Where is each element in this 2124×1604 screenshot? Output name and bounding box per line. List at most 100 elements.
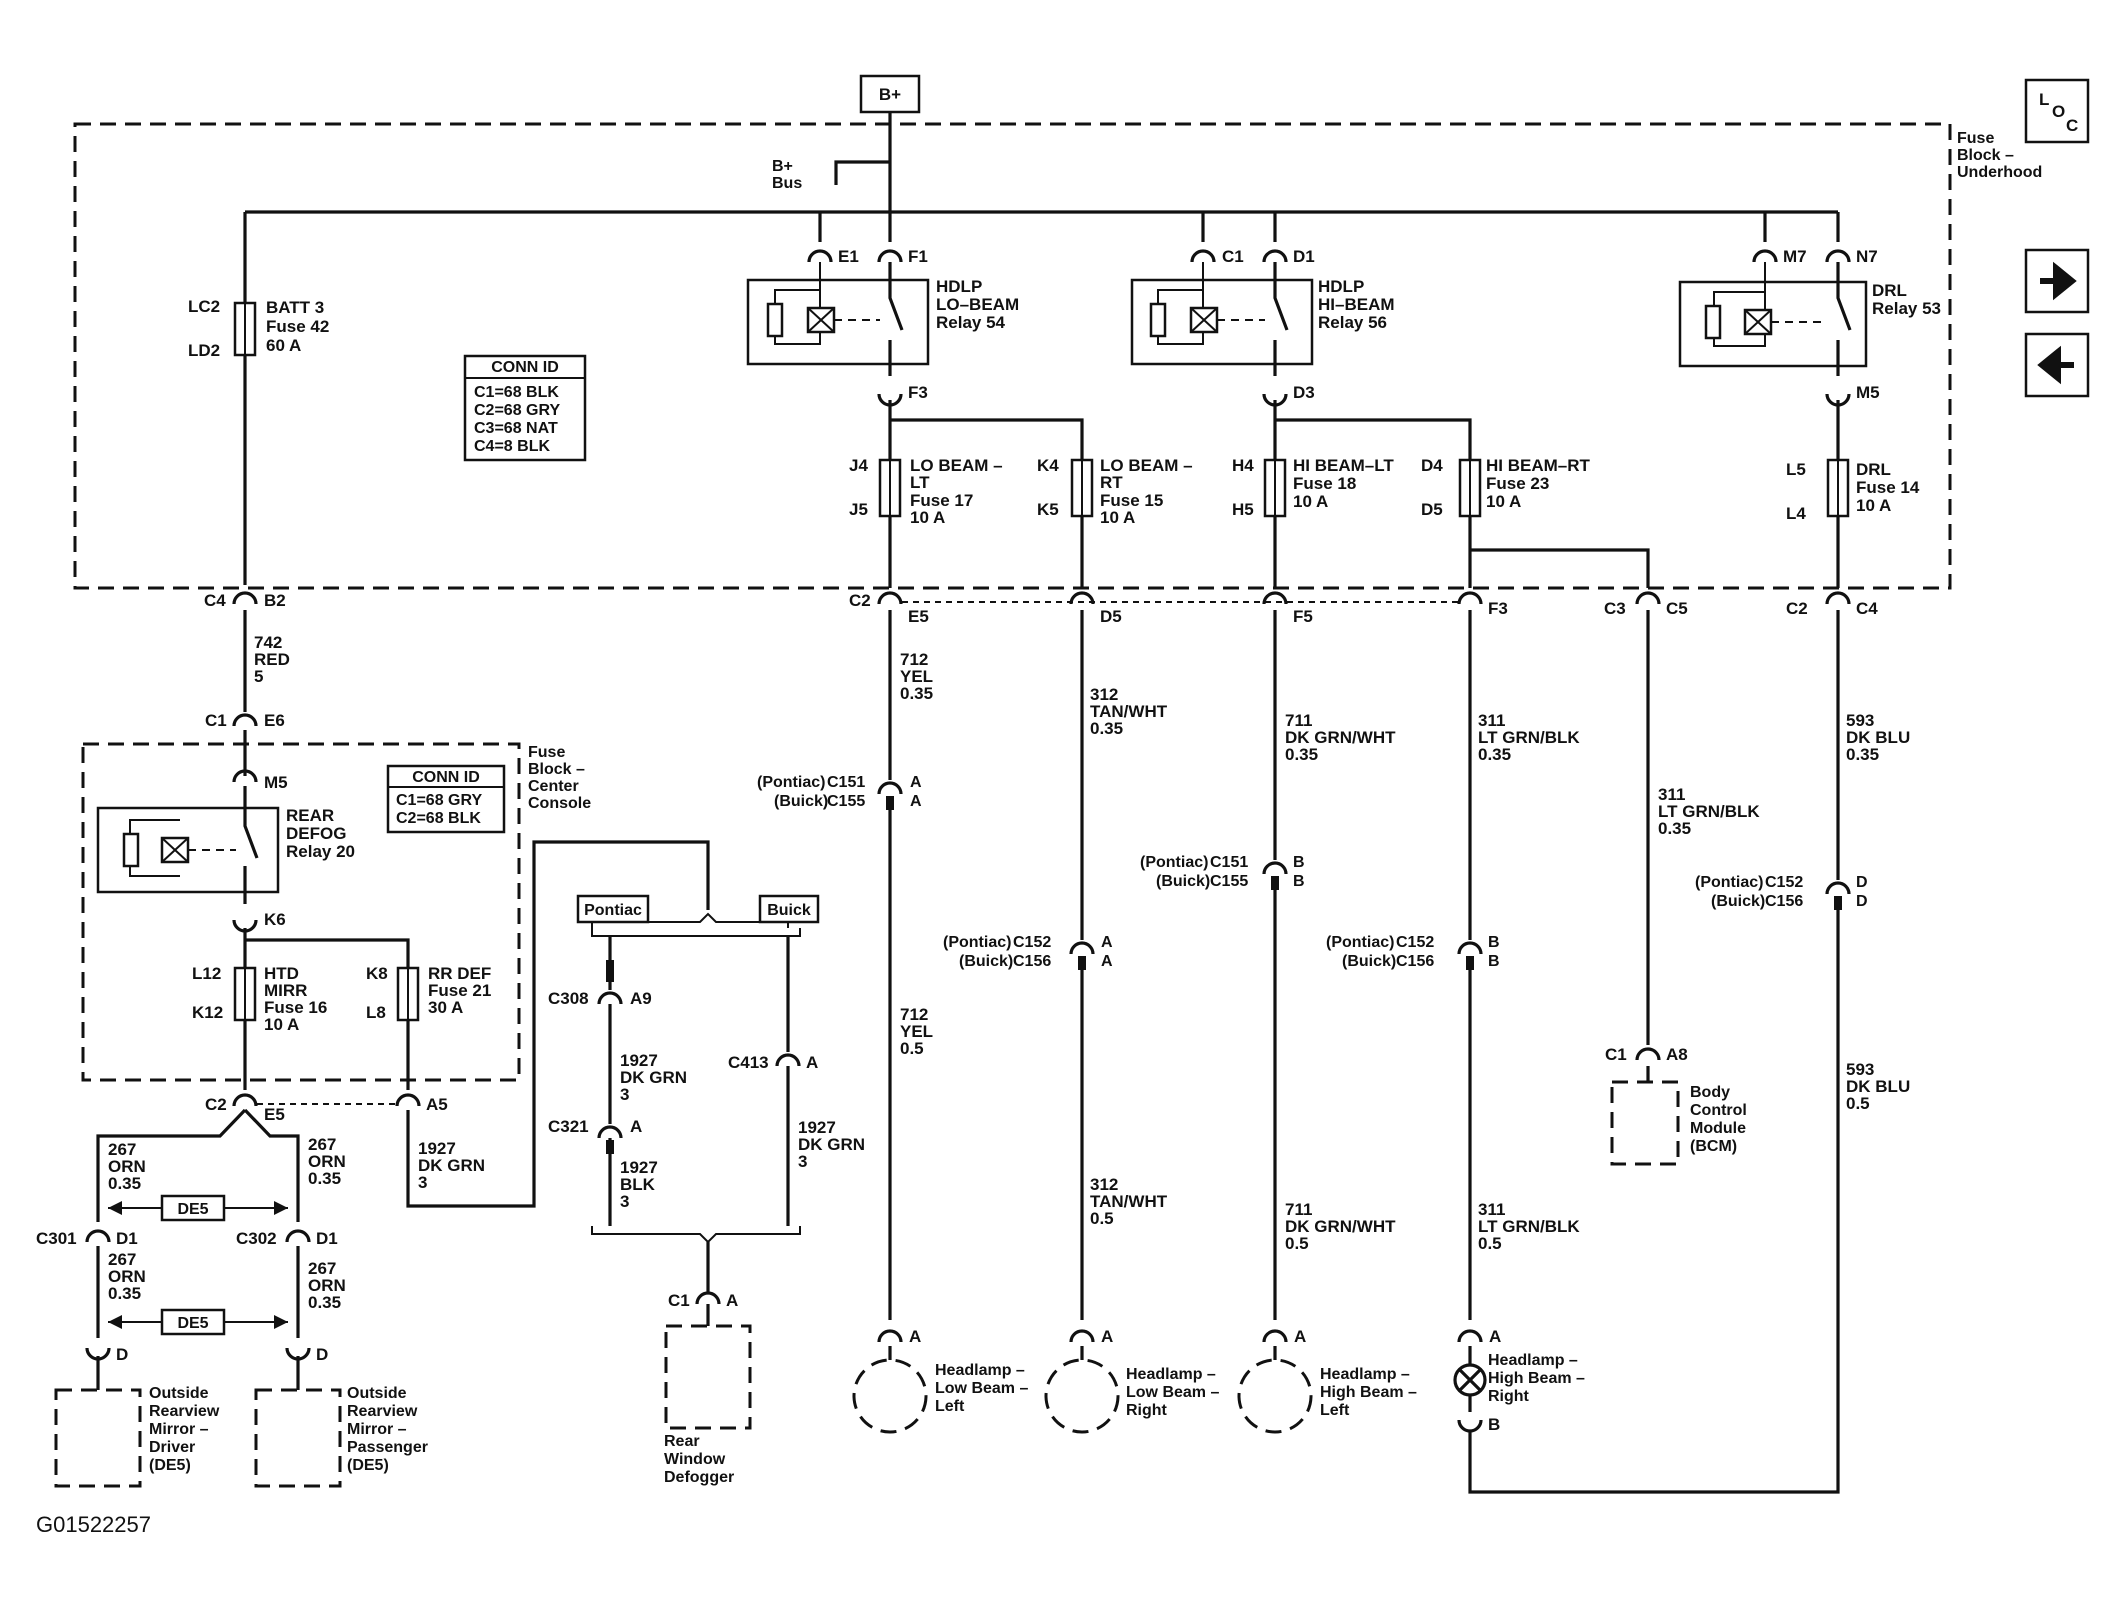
diagram-label: DK GRN/WHT: [1285, 1217, 1396, 1236]
diagram-label: B: [1293, 873, 1305, 890]
diagram-label: K6: [264, 910, 286, 929]
diagram-label: DK BLU: [1846, 1077, 1910, 1096]
diagram-label: A: [1101, 953, 1113, 970]
diagram-label: C1=68 BLK: [474, 384, 559, 401]
diagram-label: A: [1489, 1327, 1501, 1346]
headlamp-high-beam-left: A Headlamp – High Beam – Left: [1237, 1327, 1417, 1434]
diagram-label: 0.5: [1090, 1209, 1114, 1228]
inline-c152-c156-c: (Pontiac) C152 (Buick) C156 D D: [1695, 874, 1868, 910]
wire-label-311-b: 311 LT GRN/BLK 0.5: [1478, 1200, 1580, 1253]
diagram-label: 267: [308, 1259, 336, 1278]
fuse-block-underhood-label: Fuse Block – Underhood: [1957, 130, 2042, 181]
wire-label-711-b: 711 DK GRN/WHT 0.5: [1285, 1200, 1396, 1253]
diagram-label: (Pontiac): [757, 774, 825, 791]
diagram-label: (Buick): [1711, 893, 1765, 910]
diagram-label: C413: [728, 1053, 769, 1072]
diagram-label: 0.35: [1285, 745, 1318, 764]
diagram-label: K5: [1037, 500, 1059, 519]
diagram-label: 0.35: [108, 1174, 141, 1193]
diagram-label: 1927: [418, 1139, 456, 1158]
diagram-label: DRL: [1856, 460, 1891, 479]
body-control-module: Body Control Module (BCM): [1610, 1066, 1747, 1166]
diagram-label: D1: [316, 1229, 338, 1248]
circuit-267-lower: [96, 1246, 300, 1338]
diagram-label: 0.5: [1846, 1094, 1870, 1113]
diagram-label: HI–BEAM: [1318, 295, 1395, 314]
diagram-label: 5: [254, 667, 263, 686]
diagram-label: D: [116, 1345, 128, 1364]
diagram-label: DEFOG: [286, 824, 346, 843]
diagram-label: C156: [1396, 953, 1434, 970]
diagram-label: Block –: [1957, 147, 2014, 164]
diagram-label: Console: [528, 795, 591, 812]
location-button[interactable]: L O C: [2024, 78, 2090, 144]
diagram-label: Relay 54: [936, 313, 1006, 332]
diagram-label: 10 A: [1293, 492, 1328, 511]
diagram-label: (Buick): [959, 953, 1013, 970]
diagram-label: BLK: [620, 1175, 656, 1194]
diagram-label: 3: [620, 1192, 629, 1211]
diagram-label: Body: [1690, 1084, 1730, 1101]
diagram-label: LT: [910, 473, 930, 492]
diagram-label: C156: [1013, 953, 1051, 970]
diagram-label: A: [910, 774, 922, 791]
diagram-label: A: [909, 1327, 921, 1346]
diagram-label: Outside: [347, 1385, 407, 1402]
diagram-label: (Buick): [1342, 953, 1396, 970]
rear-window-defogger: C1 A Rear Window Defogger: [664, 1242, 752, 1486]
wire-label-593-b: 593 DK BLU 0.5: [1846, 1060, 1910, 1113]
center-output-connectors: C2 E5 A5: [205, 1093, 448, 1124]
diagram-label: A: [1294, 1327, 1306, 1346]
wire-label-312-a: 312 TAN/WHT 0.35: [1090, 685, 1168, 738]
circuit-267-split: [96, 1108, 300, 1222]
wire-label-312-b: 312 TAN/WHT 0.5: [1090, 1175, 1168, 1228]
diagram-label: 311: [1658, 785, 1685, 804]
fuse-rr-def: K8 L8 RR DEF Fuse 21 30 A: [366, 964, 491, 1090]
diagram-label: 312: [1090, 1175, 1118, 1194]
diagram-label: LO–BEAM: [936, 295, 1019, 314]
circuit-593: [1468, 610, 1840, 1494]
diagram-label: 0.35: [1478, 745, 1511, 764]
diagram-label: B: [1488, 934, 1500, 951]
diagram-label: E5: [264, 1105, 285, 1124]
diagram-label: Fuse 21: [428, 981, 491, 1000]
diagram-label: 0.5: [1285, 1234, 1309, 1253]
wire-label-1927-d: 1927 DK GRN 3: [798, 1118, 865, 1171]
diagram-label: Fuse: [1957, 130, 1994, 147]
relay-hdlp-lo-beam: E1 F1 HDLP LO–BEAM Relay 54 F3: [746, 212, 1019, 407]
diagram-label: Pontiac: [584, 902, 642, 919]
diagram-label: ORN: [108, 1267, 146, 1286]
diagram-label: L8: [366, 1003, 386, 1022]
diagram-label: D1: [116, 1229, 138, 1248]
diagram-label: D5: [1421, 500, 1443, 519]
diagram-label: LD2: [188, 341, 220, 360]
diagram-label: CONN ID: [491, 359, 559, 376]
headlamp-high-beam-right: A B Headlamp – High Beam – Right: [1453, 1327, 1585, 1434]
wire-label-311-a: 311 LT GRN/BLK 0.35: [1478, 711, 1580, 764]
diagram-label: Fuse 16: [264, 998, 327, 1017]
wire-label-593-a: 593 DK BLU 0.35: [1846, 711, 1910, 764]
previous-page-button[interactable]: [2024, 332, 2090, 398]
inline-c151-c155-a: (Pontiac) C151 (Buick) C155 A A: [757, 774, 922, 810]
diagram-label: Fuse 14: [1856, 478, 1920, 497]
diagram-label: Buick: [767, 902, 811, 919]
next-page-button[interactable]: [2024, 248, 2090, 314]
diagram-label: F3: [908, 383, 928, 402]
option-brace-top: Pontiac Buick: [576, 894, 820, 937]
mirror-driver: D Outside Rearview Mirror – Driver (DE5): [54, 1345, 220, 1488]
diagram-label: Defogger: [664, 1469, 734, 1486]
diagram-label: CONN ID: [412, 769, 480, 786]
diagram-label: B: [1293, 854, 1305, 871]
diagram-label: HDLP: [936, 277, 982, 296]
diagram-label: DK GRN: [798, 1135, 865, 1154]
diagram-label: J4: [849, 456, 868, 475]
headlamp-low-beam-left: A Headlamp – Low Beam – Left: [852, 1327, 1028, 1434]
diagram-label: B+: [879, 85, 901, 104]
diagram-label: Headlamp –: [1320, 1366, 1410, 1383]
diagram-label: A5: [426, 1095, 448, 1114]
diagram-label: L: [2039, 90, 2049, 109]
diagram-label: 3: [798, 1152, 807, 1171]
diagram-label: Right: [1126, 1402, 1168, 1419]
diagram-label: (Pontiac): [1326, 934, 1394, 951]
